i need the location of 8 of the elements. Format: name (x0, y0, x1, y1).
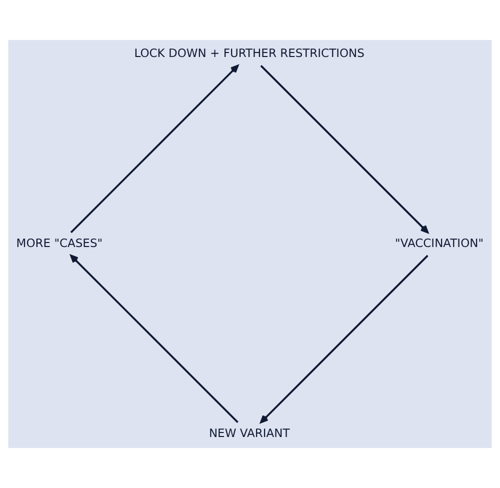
node-text: NEW VARIANT (208, 426, 290, 440)
node-text: LOCK DOWN + FURTHER RESTRICTIONS (134, 46, 364, 60)
arrow (70, 254, 238, 423)
arrow (260, 254, 428, 424)
node-text: "VACCINATION" (395, 236, 484, 250)
arrow (70, 64, 239, 234)
node-text: MORE "CASES" (16, 236, 103, 250)
arrow (260, 65, 429, 234)
